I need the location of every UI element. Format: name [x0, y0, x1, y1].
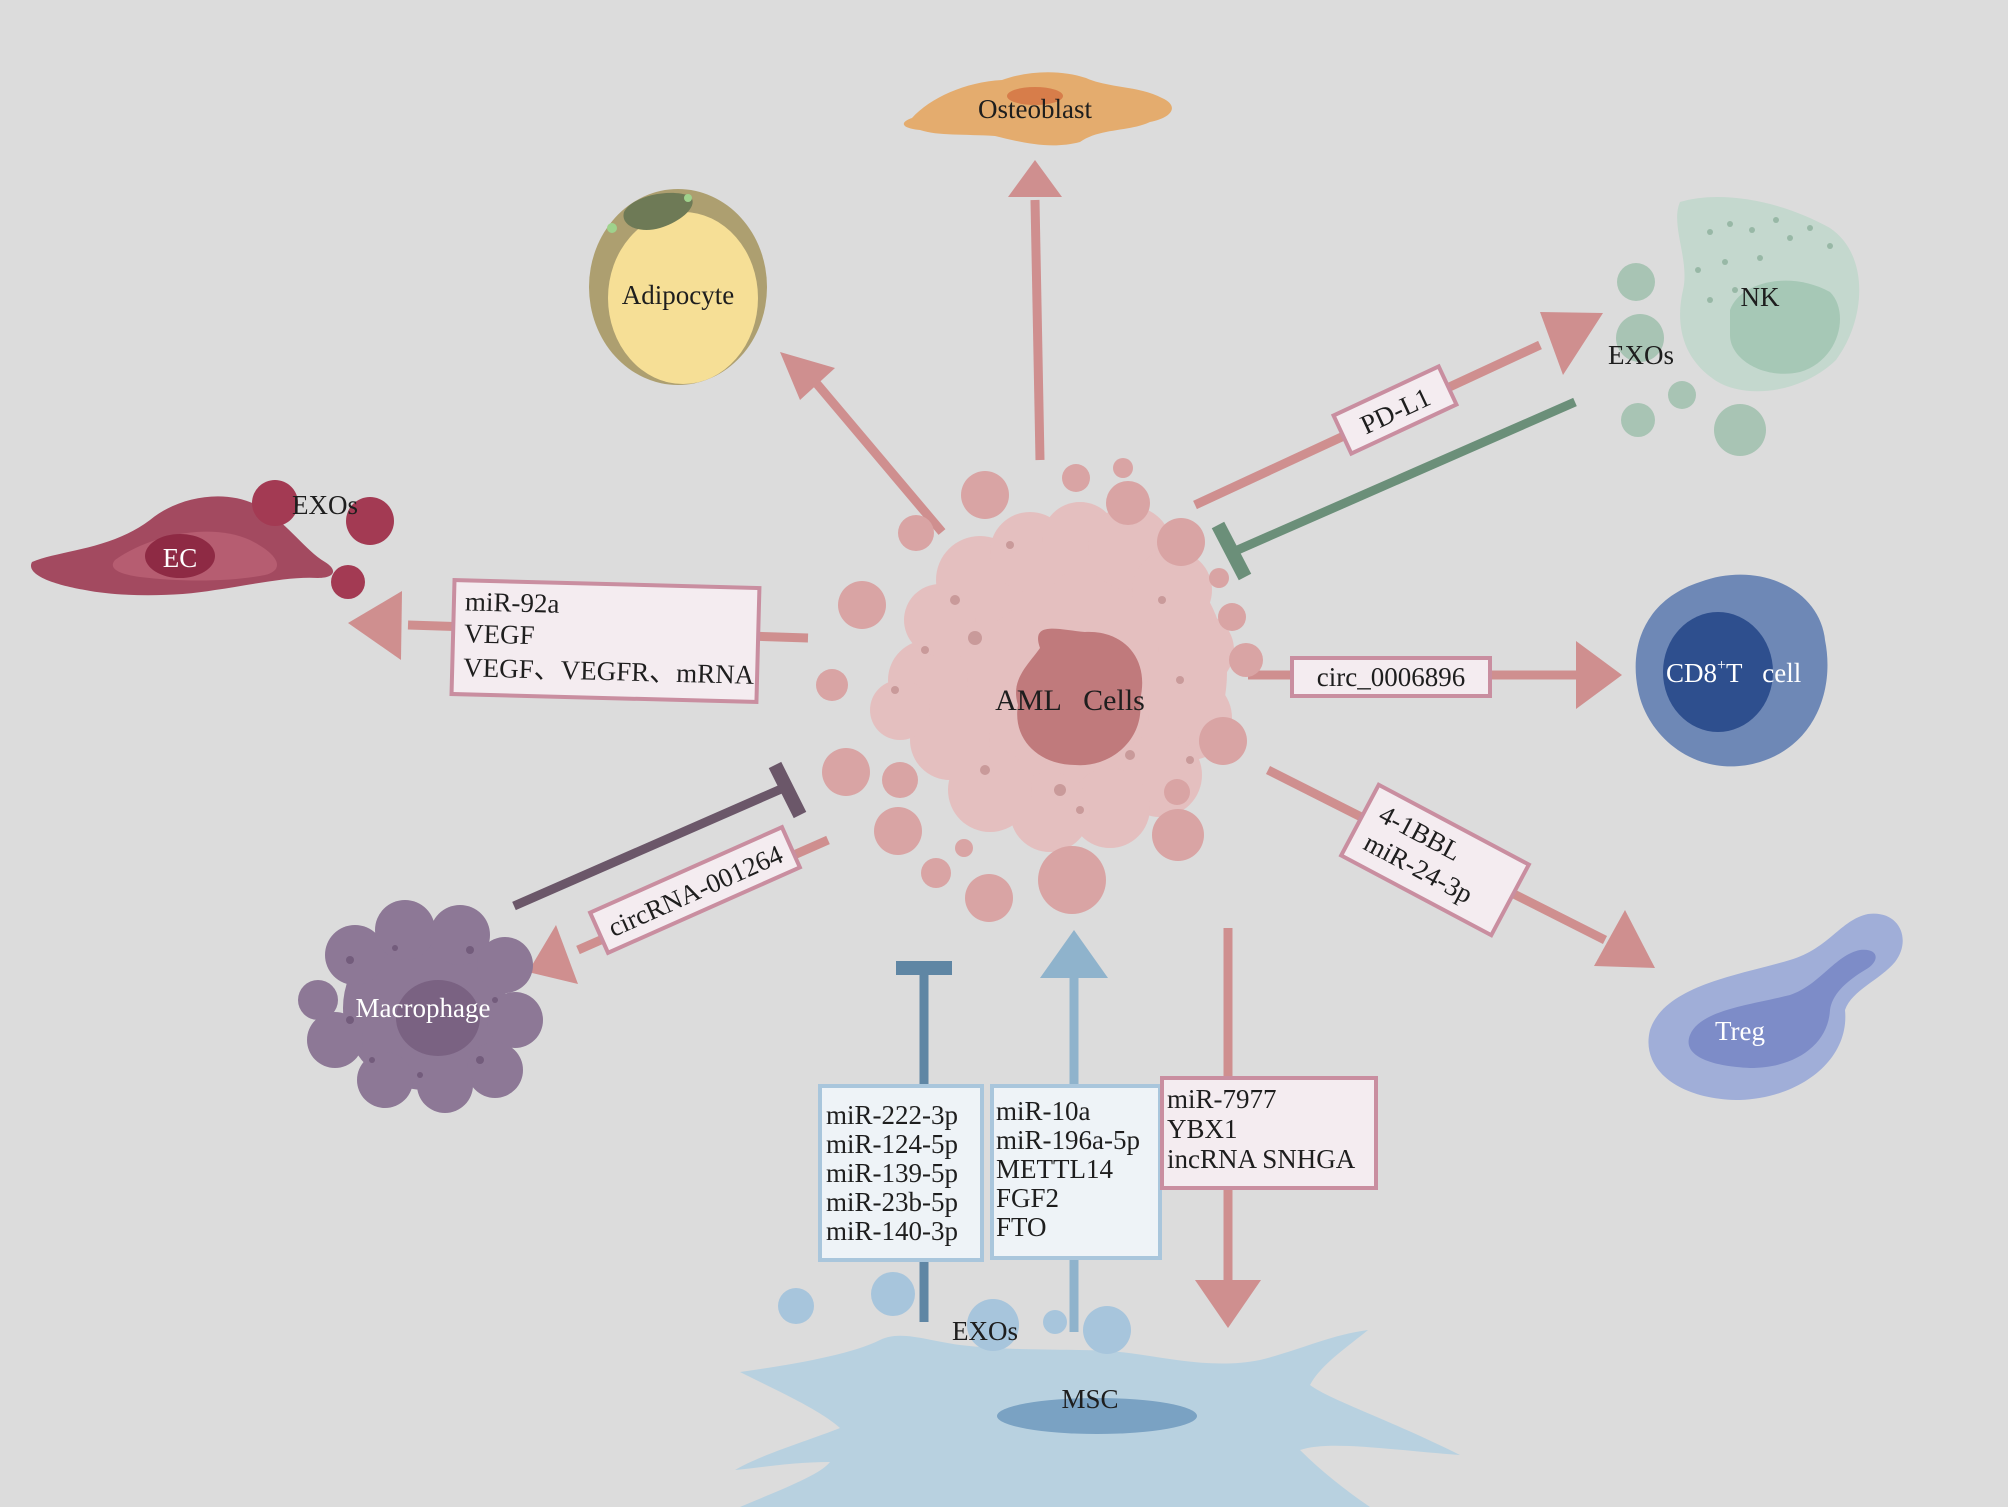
macrophage-factor-box: circRNA-001264 [587, 824, 803, 956]
msc-output-box: miR-7977 YBX1 incRNA SNHGA [1160, 1076, 1378, 1190]
arrowhead-ec [348, 591, 402, 660]
cd8-text: CD8 [1666, 658, 1717, 688]
treg-factor-box: 4-1BBL miR-24-3p [1338, 782, 1532, 938]
msc-label: MSC [1061, 1384, 1118, 1414]
arrowhead-msc-promote [1040, 930, 1108, 978]
msc-exos-label: EXOs [952, 1316, 1018, 1346]
arrowhead-nk [1540, 312, 1603, 375]
cd8-factor-1: circ_0006896 [1317, 662, 1465, 692]
cd8-cell: CD8+T cell [1635, 574, 1828, 767]
msc-promote-4: FGF2 [996, 1183, 1059, 1213]
msc-promote-box: miR-10a miR-196a-5p METTL14 FGF2 FTO [990, 1084, 1162, 1260]
msc-inhibit-2: miR-124-5p [826, 1129, 958, 1159]
ec-factor-1: miR-92a [465, 586, 560, 618]
nk-factor-box: PD-L1 [1330, 363, 1460, 457]
ec-factor-box: miR-92a VEGF VEGF、VEGFR、mRNA [449, 577, 762, 705]
msc-promote-5: FTO [996, 1212, 1047, 1242]
msc-cell: MSC EXOs [735, 1272, 1460, 1507]
msc-promote-2: miR-196a-5p [996, 1125, 1140, 1155]
cd8-cell-text: T cell [1726, 658, 1801, 688]
treg-label: Treg [1715, 1016, 1765, 1046]
arrowhead-adipocyte [780, 352, 835, 400]
msc-inhibit-1: miR-222-3p [826, 1100, 958, 1130]
arrowhead-treg [1594, 910, 1655, 968]
ec-cell: EC EXOs [30, 480, 394, 599]
arrowhead-msc [1195, 1280, 1261, 1328]
arrowhead-cd8 [1576, 641, 1622, 709]
nk-exos-label: EXOs [1608, 340, 1674, 370]
center-label: AML Cells [995, 684, 1145, 717]
adipocyte-cell: Adipocyte [589, 189, 767, 385]
msc-output-3: incRNA SNHGA [1167, 1144, 1356, 1174]
nk-cell: NK EXOs [1608, 197, 1860, 456]
osteoblast-label: Osteoblast [978, 94, 1092, 124]
msc-inhibit-box: miR-222-3p miR-124-5p miR-139-5p miR-23b… [818, 1084, 984, 1262]
aml-cell: AML Cells [816, 458, 1263, 922]
arrowhead-macrophage [528, 925, 578, 984]
msc-inhibit-4: miR-23b-5p [826, 1187, 958, 1217]
cd8-superscript: + [1717, 657, 1726, 674]
macrophage-label: Macrophage [356, 993, 491, 1023]
adipocyte-label: Adipocyte [622, 280, 734, 310]
cd8-label: CD8+T cell [1666, 657, 1801, 688]
nk-label: NK [1741, 282, 1780, 312]
osteoblast-cell: Osteoblast [903, 72, 1172, 146]
ec-exos-label: EXOs [292, 490, 358, 520]
msc-output-2: YBX1 [1167, 1114, 1238, 1144]
cd8-factor-box: circ_0006896 [1290, 656, 1492, 698]
msc-promote-3: METTL14 [996, 1154, 1113, 1184]
ec-factor-2: VEGF [464, 618, 535, 650]
macrophage-cell: Macrophage [298, 900, 543, 1113]
msc-promote-1: miR-10a [996, 1096, 1091, 1126]
msc-inhibit-5: miR-140-3p [826, 1216, 958, 1246]
aml-nucleus [1016, 628, 1143, 766]
msc-output-1: miR-7977 [1167, 1084, 1277, 1114]
arrowhead-osteoblast [1008, 160, 1062, 197]
ec-label: EC [163, 543, 198, 573]
msc-inhibit-3: miR-139-5p [826, 1158, 958, 1188]
treg-cell: Treg [1648, 913, 1903, 1100]
